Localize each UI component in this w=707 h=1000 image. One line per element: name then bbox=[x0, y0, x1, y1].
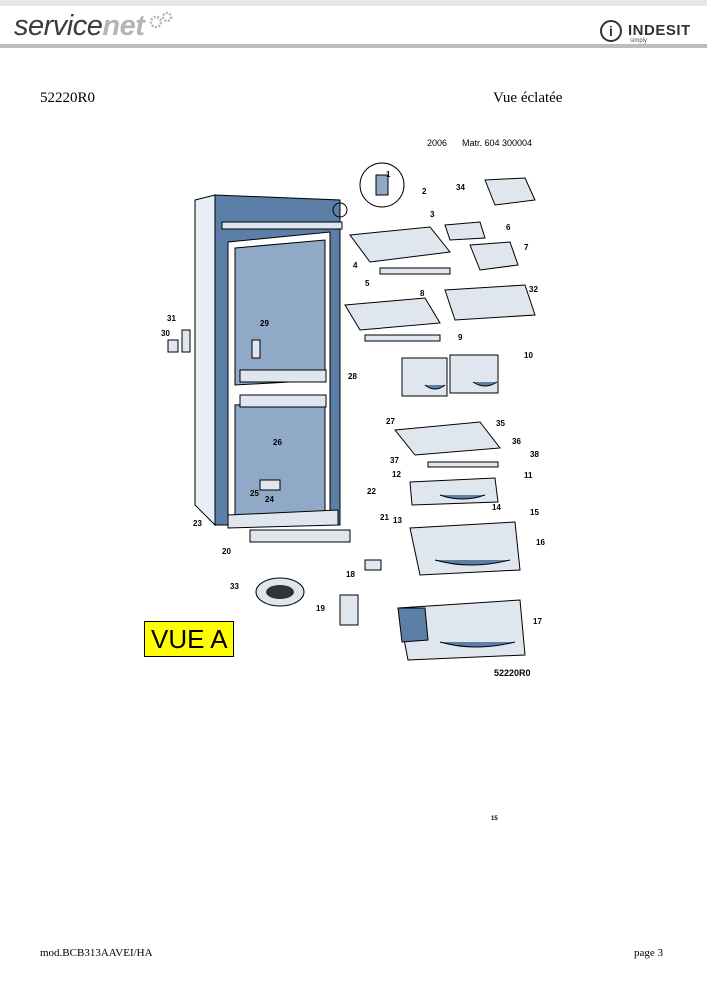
callout-12: 12 bbox=[392, 470, 401, 479]
callout-28: 28 bbox=[348, 372, 357, 381]
drawing-code: 52220R0 bbox=[494, 668, 531, 678]
callout-14: 14 bbox=[492, 503, 501, 512]
callout-25: 25 bbox=[250, 489, 259, 498]
callout-32: 32 bbox=[529, 285, 538, 294]
servicenet-logo: servicenet bbox=[14, 10, 145, 42]
callout-13: 13 bbox=[393, 516, 402, 525]
callout-7: 7 bbox=[524, 243, 529, 252]
callout-36: 36 bbox=[512, 437, 521, 446]
callout-33: 33 bbox=[230, 582, 239, 591]
indesit-i-icon: i bbox=[600, 20, 622, 42]
callout-10: 10 bbox=[524, 351, 533, 360]
callout-1: 1 bbox=[386, 170, 391, 179]
callout-31: 31 bbox=[167, 314, 176, 323]
header-bar bbox=[0, 0, 707, 48]
callout-19: 19 bbox=[316, 604, 325, 613]
callout-35: 35 bbox=[496, 419, 505, 428]
callout-34: 34 bbox=[456, 183, 465, 192]
callout-38: 38 bbox=[530, 450, 539, 459]
callout-16: 16 bbox=[536, 538, 545, 547]
callout-8: 8 bbox=[420, 289, 425, 298]
callout-11: 11 bbox=[524, 471, 533, 480]
callout-27: 27 bbox=[386, 417, 395, 426]
callout-23: 23 bbox=[193, 519, 202, 528]
callout-15: 15 bbox=[530, 508, 539, 517]
footer-model: mod.BCB313AAVEI/HA bbox=[40, 947, 153, 959]
exploded-view-diagram: 2006 Matr. 604 300004 bbox=[161, 138, 545, 678]
callout-24: 24 bbox=[265, 495, 274, 504]
callout-2: 2 bbox=[422, 187, 427, 196]
stray-mark: 15 bbox=[491, 816, 498, 822]
indesit-logo: i INDESIT simply bbox=[600, 20, 700, 46]
footer-page-number: page 3 bbox=[634, 947, 664, 959]
callout-22: 22 bbox=[367, 487, 376, 496]
callout-29: 29 bbox=[260, 319, 269, 328]
diagram-year: 2006 bbox=[427, 138, 447, 148]
callout-3: 3 bbox=[430, 210, 435, 219]
callout-37: 37 bbox=[390, 456, 399, 465]
callout-30: 30 bbox=[161, 329, 170, 338]
callout-21: 21 bbox=[380, 513, 389, 522]
callout-9: 9 bbox=[458, 333, 463, 342]
callout-20: 20 bbox=[222, 547, 231, 556]
gears-icon bbox=[149, 11, 173, 29]
diagram-matr: Matr. 604 300004 bbox=[462, 138, 532, 148]
callout-5: 5 bbox=[365, 279, 370, 288]
document-title: Vue éclatée bbox=[493, 90, 563, 106]
callout-4: 4 bbox=[353, 261, 358, 270]
callout-17: 17 bbox=[533, 617, 542, 626]
view-a-label: VUE A bbox=[144, 621, 234, 657]
refrigerator-cabinet bbox=[194, 194, 343, 529]
callout-26: 26 bbox=[273, 438, 282, 447]
document-code: 52220R0 bbox=[40, 90, 96, 106]
callout-18: 18 bbox=[346, 570, 355, 579]
callout-6: 6 bbox=[506, 223, 511, 232]
